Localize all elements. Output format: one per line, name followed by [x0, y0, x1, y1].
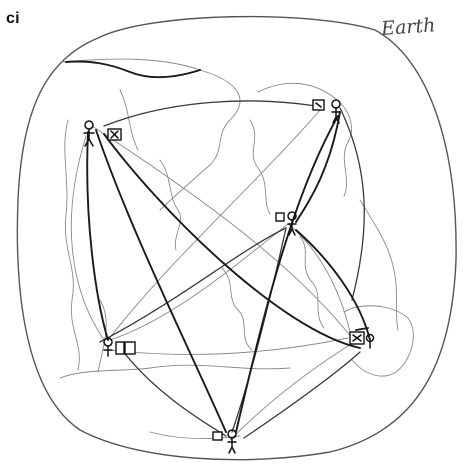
panel-label: ci	[6, 10, 20, 28]
computer-icon	[213, 432, 222, 440]
computer-icon	[125, 342, 135, 354]
medium-connections	[100, 101, 364, 438]
node-bottom-left	[104, 338, 135, 356]
globe-outline	[17, 17, 456, 460]
computer-icon	[116, 342, 124, 354]
earth-label: Earth	[380, 14, 436, 40]
computer-icon	[276, 213, 284, 221]
node-bottom-center	[213, 430, 236, 453]
coastline-dark	[66, 61, 200, 77]
person-icon	[228, 430, 236, 453]
node-top-left	[84, 121, 121, 146]
continent-outlines	[60, 59, 413, 439]
person-icon	[84, 121, 94, 146]
